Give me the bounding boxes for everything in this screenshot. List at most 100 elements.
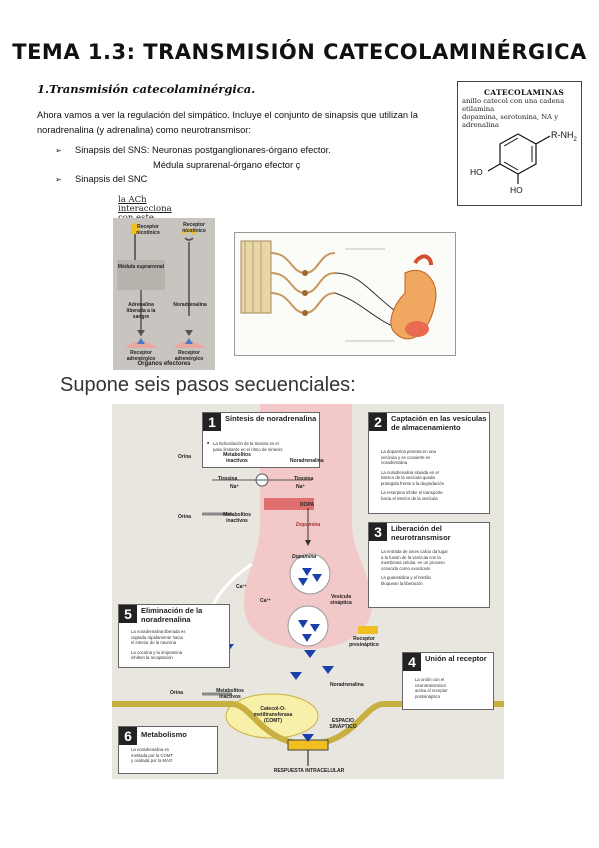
orina-label-1: Orina <box>178 454 192 460</box>
section-heading: 1.Transmisión catecolaminérgica. <box>37 82 256 96</box>
adrenalina-label: Adrenalina liberada a la sangre <box>126 302 156 320</box>
note-line: la ACh <box>118 195 147 205</box>
step-line: a la fusión de la vesícula con la <box>381 554 441 560</box>
bullet-text: Sinapsis del SNS: Neuronas postgangliona… <box>75 145 331 155</box>
step-line: activa el receptor <box>415 688 448 693</box>
medula-label: Médula suprarrenal <box>117 264 165 270</box>
step-lines: La noradrenalina es metilada por la COMT… <box>131 747 173 764</box>
step-title: Captación en las vesículas de almacenami… <box>391 414 487 432</box>
dopamina-label-2: Dopamina <box>292 554 317 560</box>
noradrenalina-label: Noradrenalina <box>173 302 207 308</box>
espacio-sinaptico-label: ESPACIO SINÁPTICO <box>329 718 357 730</box>
bullet-medula: Médula suprarenal-órgano efector ç <box>153 160 301 170</box>
step-line: bloquean la liberación <box>381 580 423 586</box>
step-title: Síntesis de noradrenalina <box>225 414 317 423</box>
noradrenaline-synapse-diagram: 1 Síntesis de noradrenalina La hidroxila… <box>112 404 504 779</box>
amine-label: R-NH <box>551 130 574 140</box>
step-number: 2 <box>369 413 387 431</box>
step-line: La entrada de iones calcio da lugar <box>381 549 448 554</box>
step-line: La dopamina penetra en una <box>381 449 436 454</box>
desc-line: anillo catecol con una cadena <box>462 97 565 105</box>
step-line: inhiben la recaptación <box>131 655 173 660</box>
bullet-sns: ➢ Sinapsis del SNS: Neuronas postganglion… <box>55 145 331 155</box>
step-line: La noradrenalina liberada es <box>131 629 186 634</box>
steps-heading: Supone seis pasos secuenciales: <box>60 374 356 396</box>
amine-group: R-NH2 <box>551 130 577 143</box>
catechol-structure <box>487 133 551 184</box>
desc-line: adrenalina <box>462 121 499 129</box>
step-line: membrana celular, en un proceso <box>381 560 445 565</box>
note-line: interacciona <box>118 204 172 214</box>
adrenal-neuron-figure: Receptor nicotínico Receptor nicotínico … <box>113 218 215 370</box>
step-line: interior de la vesícula queda <box>381 475 435 480</box>
sympathetic-anatomy-figure <box>234 232 456 356</box>
bullet-snc: ➢ Sinapsis del SNC <box>55 174 147 184</box>
catecolaminas-title: CATECOLAMINAS <box>484 88 565 97</box>
step-line: y oxidada por la MAO <box>131 758 173 763</box>
metabolitos-label-1: Metabolitos inactivos <box>223 452 251 464</box>
orina-label-3: Orina <box>170 690 184 696</box>
hydroxyl-1: HO <box>470 167 483 177</box>
step-line: captada rápidamente hacia <box>131 634 183 640</box>
orina-label-2: Orina <box>178 514 192 520</box>
adrenal-neuron-drawing <box>117 223 205 348</box>
step-title: Unión al receptor <box>425 654 487 663</box>
step-title: Eliminación de la noradrenalina <box>141 606 203 624</box>
desc-line: etilamina <box>462 105 495 113</box>
step-number: 5 <box>119 605 137 623</box>
na-left-label: Na⁺ <box>230 484 240 490</box>
receptor-presinaptico-label: Receptor presináptico <box>349 636 379 648</box>
step-line: La cocaína y la imipramina <box>131 649 183 655</box>
step-line: paso limitante en el ritmo de síntesis <box>213 446 283 452</box>
receptor-adrenergico-1: Receptor adrenérgico <box>126 350 156 362</box>
step-line: noradrenalina <box>381 460 408 465</box>
receptor-nicotinico-2: Receptor nicotínico <box>182 222 206 234</box>
step-lines: La noradrenalina liberada es captada ráp… <box>131 629 185 661</box>
step-box-1: 1 Síntesis de noradrenalina La hidroxila… <box>202 412 320 468</box>
tirosina-left-label: Tirosina <box>218 476 238 482</box>
step-number: 3 <box>369 523 387 541</box>
step-line: La noradrenalina situada en el <box>381 469 439 475</box>
organos-label: Órganos efectores <box>137 361 191 367</box>
step-line: La hidroxilación de la tirosina es el <box>207 441 279 447</box>
metabolitos-label-2: Metabolitos inactivos <box>223 512 251 524</box>
receptor-nicotinico-1: Receptor nicotínico <box>136 224 160 236</box>
step-title: Liberación del neurotransmisor <box>391 524 451 542</box>
step-lines: La dopamina penetra en una vesícula y se… <box>381 449 444 501</box>
step-line: neurotransmisor <box>415 682 447 688</box>
step-line: La guanetidina y el bretilio <box>381 575 431 580</box>
bullet-text: Sinapsis del SNC <box>75 174 148 184</box>
step-line: hacia el interior de la vesícula <box>381 495 438 501</box>
step-line: La reserpina inhibe el transporte <box>381 490 443 495</box>
bullet-marker: ➢ <box>55 146 62 155</box>
dopa-label: DOPA <box>300 502 315 508</box>
step-line: La unión con el <box>415 677 445 682</box>
bullet-marker: ➢ <box>55 175 62 184</box>
comt-label: Catecol-O-metiltransferasa (COMT) <box>253 706 293 724</box>
vesicula-label: Vesícula sináptica <box>330 594 352 606</box>
page-title: TEMA 1.3: TRANSMISIÓN CATECOLAMINÉRGICA <box>12 40 587 64</box>
step-number: 4 <box>403 653 421 671</box>
catecolaminas-description: anillo catecol con una cadena etilamina … <box>462 97 580 129</box>
step-box-3: 3 Liberación del neurotransmisor La entr… <box>368 522 490 608</box>
step-lines: La entrada de iones calcio da lugar a la… <box>381 549 448 586</box>
noradrenalina-synapse-label: Noradrenalina <box>330 682 364 688</box>
receptor-adrenergico-2: Receptor adrenérgico <box>174 350 204 362</box>
step-line: el interior de la neurona <box>131 640 177 645</box>
step-lines: La unión con el neurotransmisor activa e… <box>415 677 448 699</box>
step-box-6: 6 Metabolismo La noradrenalina es metila… <box>118 726 218 774</box>
hydroxyl-2: HO <box>510 185 523 195</box>
step-line: metilada por la COMT <box>131 752 174 758</box>
dopamina-label-1: Dopamina <box>296 522 321 528</box>
step-line: conocido como exocitosis <box>381 565 430 571</box>
step-number: 6 <box>119 727 137 745</box>
step-line: La noradrenalina es <box>131 747 169 752</box>
metabolitos-label-3: Metabolitos inactivos <box>216 688 244 700</box>
calcium-label-2: Ca²⁺ <box>260 598 271 604</box>
step-line: postsináptico <box>415 693 441 699</box>
step-box-4: 4 Unión al receptor La unión con el neur… <box>402 652 494 710</box>
desc-line: dopamina, serotonina, NA y <box>462 113 559 121</box>
noradrenalina-top-label: Noradrenalina <box>290 458 324 464</box>
calcium-label: Ca²⁺ <box>236 584 247 590</box>
anatomy-drawing <box>240 240 437 342</box>
